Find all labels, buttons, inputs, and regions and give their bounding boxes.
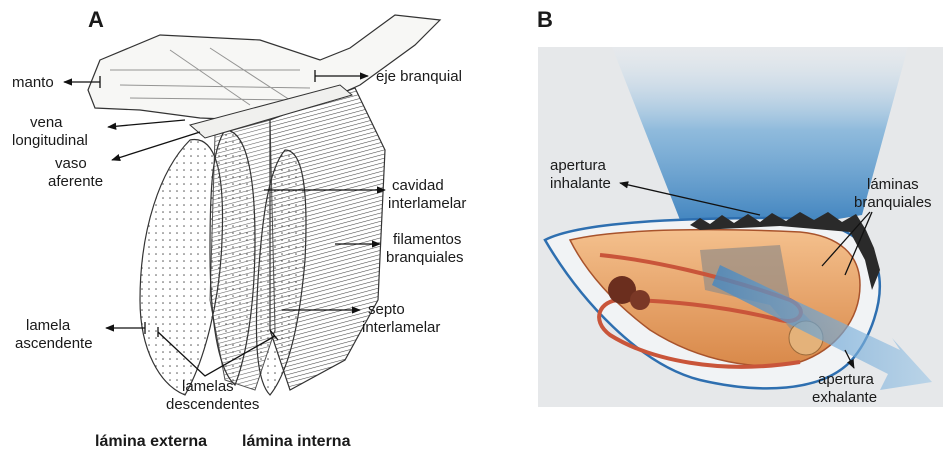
label-inhalante-2: inhalante [550,175,611,192]
panel-a: A manto eje branquial vena longit [12,7,466,450]
panel-b: B apertura inhalante láminas branquiales… [537,7,943,407]
label-laminas-1: láminas [867,176,919,193]
label-lamelas-2: descendentes [166,396,259,413]
tissue-cluster-2 [630,290,650,310]
label-eje-branquial: eje branquial [376,68,462,85]
label-manto: manto [12,74,54,91]
label-cavidad-2: interlamelar [388,195,466,212]
label-laminas-2: branquiales [854,194,932,211]
label-septo-1: septo [368,301,405,318]
label-lamela-2: ascendente [15,335,93,352]
label-lamina-externa: lámina externa [95,433,207,450]
label-filamentos-1: filamentos [393,231,461,248]
label-exhalante-1: apertura [818,371,875,388]
panel-b-letter: B [537,7,553,32]
label-exhalante-2: exhalante [812,389,877,406]
label-vaso-1: vaso [55,155,87,172]
label-inhalante-1: apertura [550,157,607,174]
label-filamentos-2: branquiales [386,249,464,266]
label-vaso-2: aferente [48,173,103,190]
label-lamina-interna: lámina interna [242,433,351,450]
label-vena-2: longitudinal [12,132,88,149]
label-lamelas-1: lamelas [182,378,234,395]
label-vena-1: vena [30,114,63,131]
label-septo-2: interlamelar [362,319,440,336]
label-lamela-1: lamela [26,317,71,334]
label-cavidad-1: cavidad [392,177,444,194]
panel-a-letter: A [88,7,104,32]
leader-vena [108,120,185,127]
